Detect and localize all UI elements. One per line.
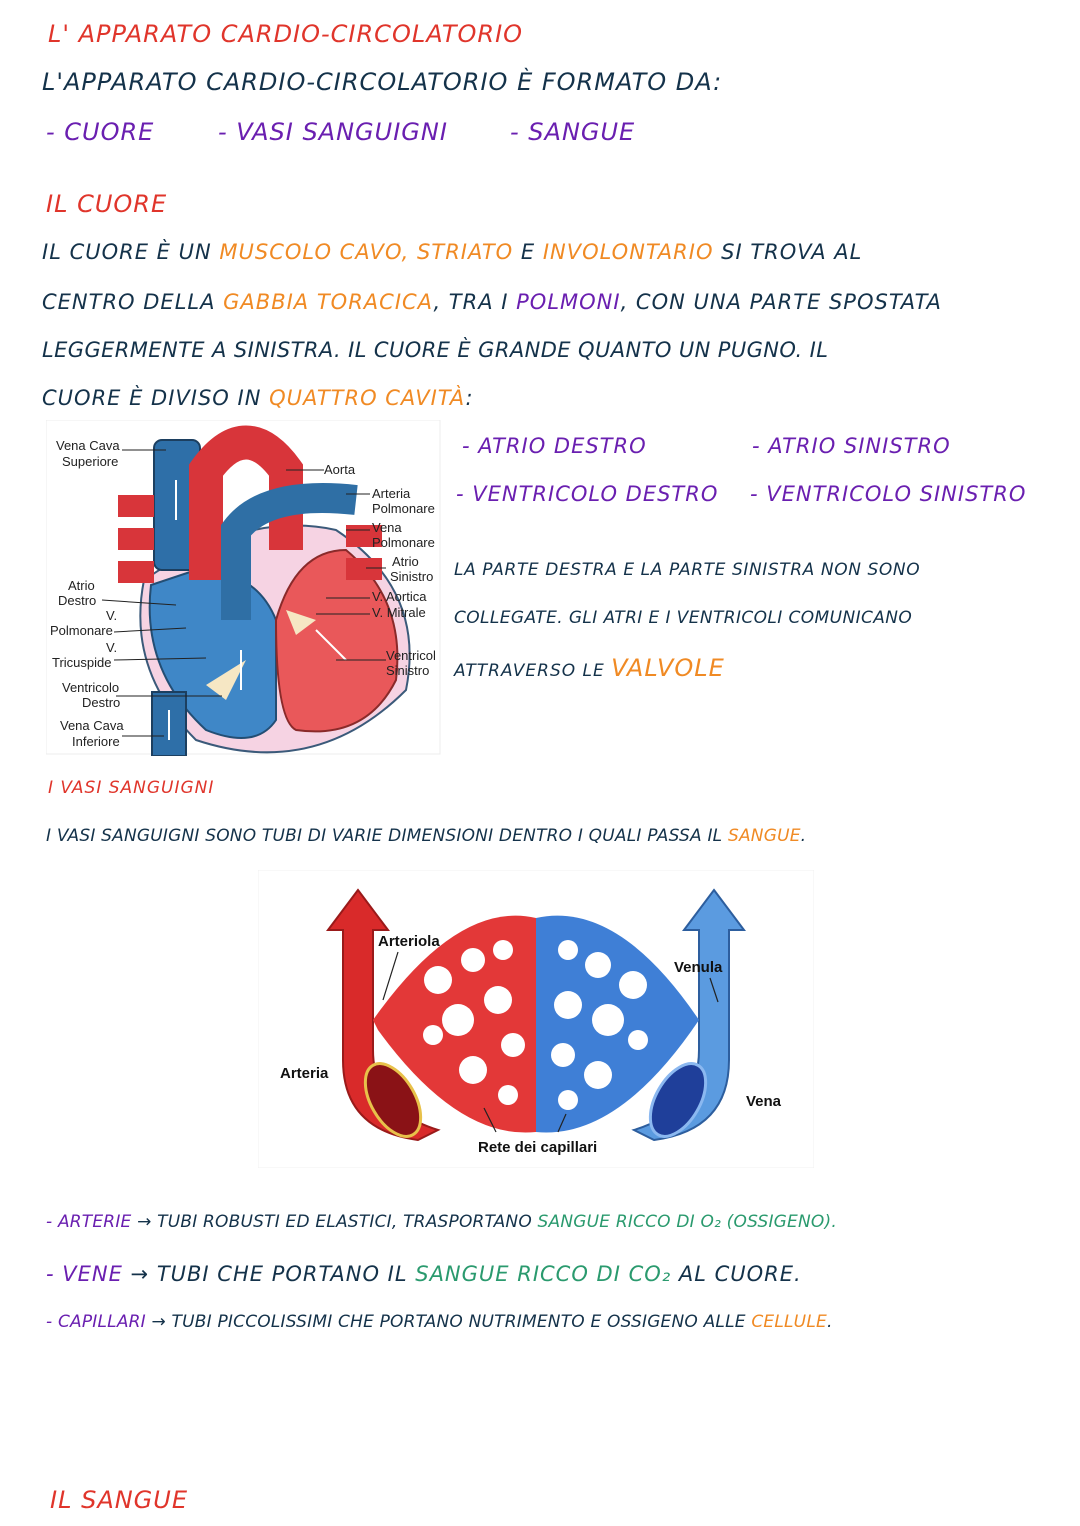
label-vena-cava-inf-2: Inferiore <box>72 734 120 749</box>
highlight-ossigeno: SANGUE RICCO DI O₂ (OSSIGENO). <box>537 1212 837 1232</box>
arterie-line: - ARTERIE → TUBI ROBUSTI ED ELASTICI, TR… <box>46 1212 837 1232</box>
text-span: I VASI SANGUIGNI SONO TUBI DI VARIE DIME… <box>46 826 728 846</box>
text-span: , TRA I <box>433 290 517 314</box>
text-span: . <box>800 826 807 846</box>
text-span: CENTRO DELLA <box>42 290 224 314</box>
label-vena-cava-sup-2: Superiore <box>62 454 118 469</box>
label-atrio-destro-1: Atrio <box>68 578 95 593</box>
capillari-line: - CAPILLARI → TUBI PICCOLISSIMI CHE PORT… <box>46 1312 833 1332</box>
highlight-co2: SANGUE RICCO DI CO₂ <box>415 1262 672 1286</box>
component-vessels: - VASI SANGUIGNI <box>218 118 448 146</box>
label-atrio-destro-2: Destro <box>58 593 96 608</box>
arterie-term: - ARTERIE <box>46 1212 132 1232</box>
label-rete-capillari: Rete dei capillari <box>478 1139 597 1156</box>
blood-heading: IL SANGUE <box>50 1486 189 1514</box>
label-atrio-sin-2: Sinistro <box>390 569 433 584</box>
vessels-heading: I VASI SANGUIGNI <box>48 778 215 798</box>
label-aorta: Aorta <box>324 462 356 477</box>
heart-note-line-2: COLLEGATE. GLI ATRI E I VENTRICOLI COMUN… <box>454 608 913 628</box>
page-title: L' APPARATO CARDIO-CIRCOLATORIO <box>48 20 524 48</box>
component-heart: - CUORE <box>46 118 155 146</box>
text-span: → TUBI ROBUSTI ED ELASTICI, TRASPORTANO <box>131 1212 538 1232</box>
label-ventr-destro-1: Ventricolo <box>62 680 119 695</box>
vene-line: - VENE → TUBI CHE PORTANO IL SANGUE RICC… <box>46 1262 802 1286</box>
label-v-polm-1: V. <box>106 608 117 623</box>
highlight-involontario: INVOLONTARIO <box>542 240 714 264</box>
pulmonary-artery <box>221 483 358 620</box>
heart-note-line-3: ATTRAVERSO LE VALVOLE <box>454 654 725 682</box>
label-v-tric-1: V. <box>106 640 117 655</box>
heart-heading: IL CUORE <box>46 190 168 218</box>
text-span: IL CUORE È UN <box>42 240 220 264</box>
cavity-atrio-destro: - ATRIO DESTRO <box>462 434 647 458</box>
heart-paragraph-line-2: CENTRO DELLA GABBIA TORACICA, TRA I POLM… <box>42 290 942 314</box>
heart-paragraph-line-1: IL CUORE È UN MUSCOLO CAVO, STRIATO E IN… <box>42 240 862 264</box>
label-v-polm-2: Polmonare <box>50 623 113 638</box>
label-arteria: Arteria <box>280 1065 329 1082</box>
label-v-aortica: V. Aortica <box>372 589 427 604</box>
text-span: . <box>826 1312 833 1332</box>
text-span: → TUBI CHE PORTANO IL <box>122 1262 416 1286</box>
highlight-cellule: CELLULE <box>751 1312 827 1332</box>
mitral-valve <box>286 610 316 635</box>
highlight-cavita: QUATTRO CAVITÀ <box>269 386 466 410</box>
label-vena-polm-2: Polmonare <box>372 535 435 550</box>
text-span: : <box>465 386 474 410</box>
label-v-tric-2: Tricuspide <box>52 655 111 670</box>
artery-lumen <box>363 1062 423 1138</box>
text-span: → TUBI PICCOLISSIMI CHE PORTANO NUTRIMEN… <box>145 1312 752 1332</box>
cavity-ventricolo-sinistro: - VENTRICOLO SINISTRO <box>750 482 1027 506</box>
label-ventr-sin-1: Ventricol <box>386 648 436 663</box>
label-v-mitrale: V. Mitrale <box>372 605 426 620</box>
label-arteria-polm-1: Arteria <box>372 486 411 501</box>
intro-text: L'APPARATO CARDIO-CIRCOLATORIO È FORMATO… <box>42 68 723 96</box>
highlight-gabbia: GABBIA TORACICA <box>223 290 434 314</box>
text-span: SI TROVA AL <box>713 240 863 264</box>
aorta-arch <box>189 425 303 580</box>
highlight-muscolo: MUSCOLO CAVO, <box>219 240 410 264</box>
label-venula: Venula <box>674 959 723 976</box>
label-vena-cava-inf-1: Vena Cava <box>60 718 124 733</box>
highlight-valvole: VALVOLE <box>611 654 725 682</box>
component-blood: - SANGUE <box>510 118 636 146</box>
text-span: ATTRAVERSO LE <box>454 661 612 681</box>
left-heart-chambers <box>274 548 399 733</box>
heart-note-line-1: LA PARTE DESTRA E LA PARTE SINISTRA NON … <box>454 560 921 580</box>
text-span: CUORE È DIVISO IN <box>42 386 270 410</box>
heart-diagram: Vena Cava Superiore Aorta Arteria Polmon… <box>46 420 441 756</box>
text-span: , CON UNA PARTE SPOSTATA <box>620 290 942 314</box>
heart-paragraph-line-3: LEGGERMENTE A SINISTRA. IL CUORE È GRAND… <box>42 338 829 362</box>
tricuspid-valve <box>206 660 246 700</box>
highlight-striato: STRIATO <box>409 240 521 264</box>
vessel-left-3 <box>118 561 154 583</box>
vene-term: - VENE <box>46 1262 123 1286</box>
label-ventr-destro-2: Destro <box>82 695 120 710</box>
cavity-atrio-sinistro: - ATRIO SINISTRO <box>752 434 951 458</box>
heart-paragraph-line-4: CUORE È DIVISO IN QUATTRO CAVITÀ: <box>42 386 474 410</box>
highlight-sangue: SANGUE <box>727 826 801 846</box>
vessels-paragraph: I VASI SANGUIGNI SONO TUBI DI VARIE DIME… <box>46 826 806 846</box>
capillary-diagram: Arteriola Venula Arteria Vena Rete dei c… <box>258 870 814 1168</box>
text-span: AL CUORE. <box>671 1262 802 1286</box>
label-ventr-sin-2: Sinistro <box>386 663 429 678</box>
cavity-ventricolo-destro: - VENTRICOLO DESTRO <box>456 482 719 506</box>
capillari-term: - CAPILLARI <box>46 1312 146 1332</box>
label-arteriola: Arteriola <box>378 933 440 950</box>
text-span: E <box>520 240 543 264</box>
label-atrio-sin-1: Atrio <box>392 554 419 569</box>
label-vena-polm-1: Vena <box>372 520 402 535</box>
vein-lumen <box>648 1062 708 1138</box>
label-arteria-polm-2: Polmonare <box>372 501 435 516</box>
vessel-left-1 <box>118 495 154 517</box>
highlight-polmoni: POLMONI <box>516 290 621 314</box>
vessel-right-2 <box>346 558 382 580</box>
vessel-left-2 <box>118 528 154 550</box>
label-vena-cava-sup-1: Vena Cava <box>56 438 120 453</box>
label-vena: Vena <box>746 1093 782 1110</box>
